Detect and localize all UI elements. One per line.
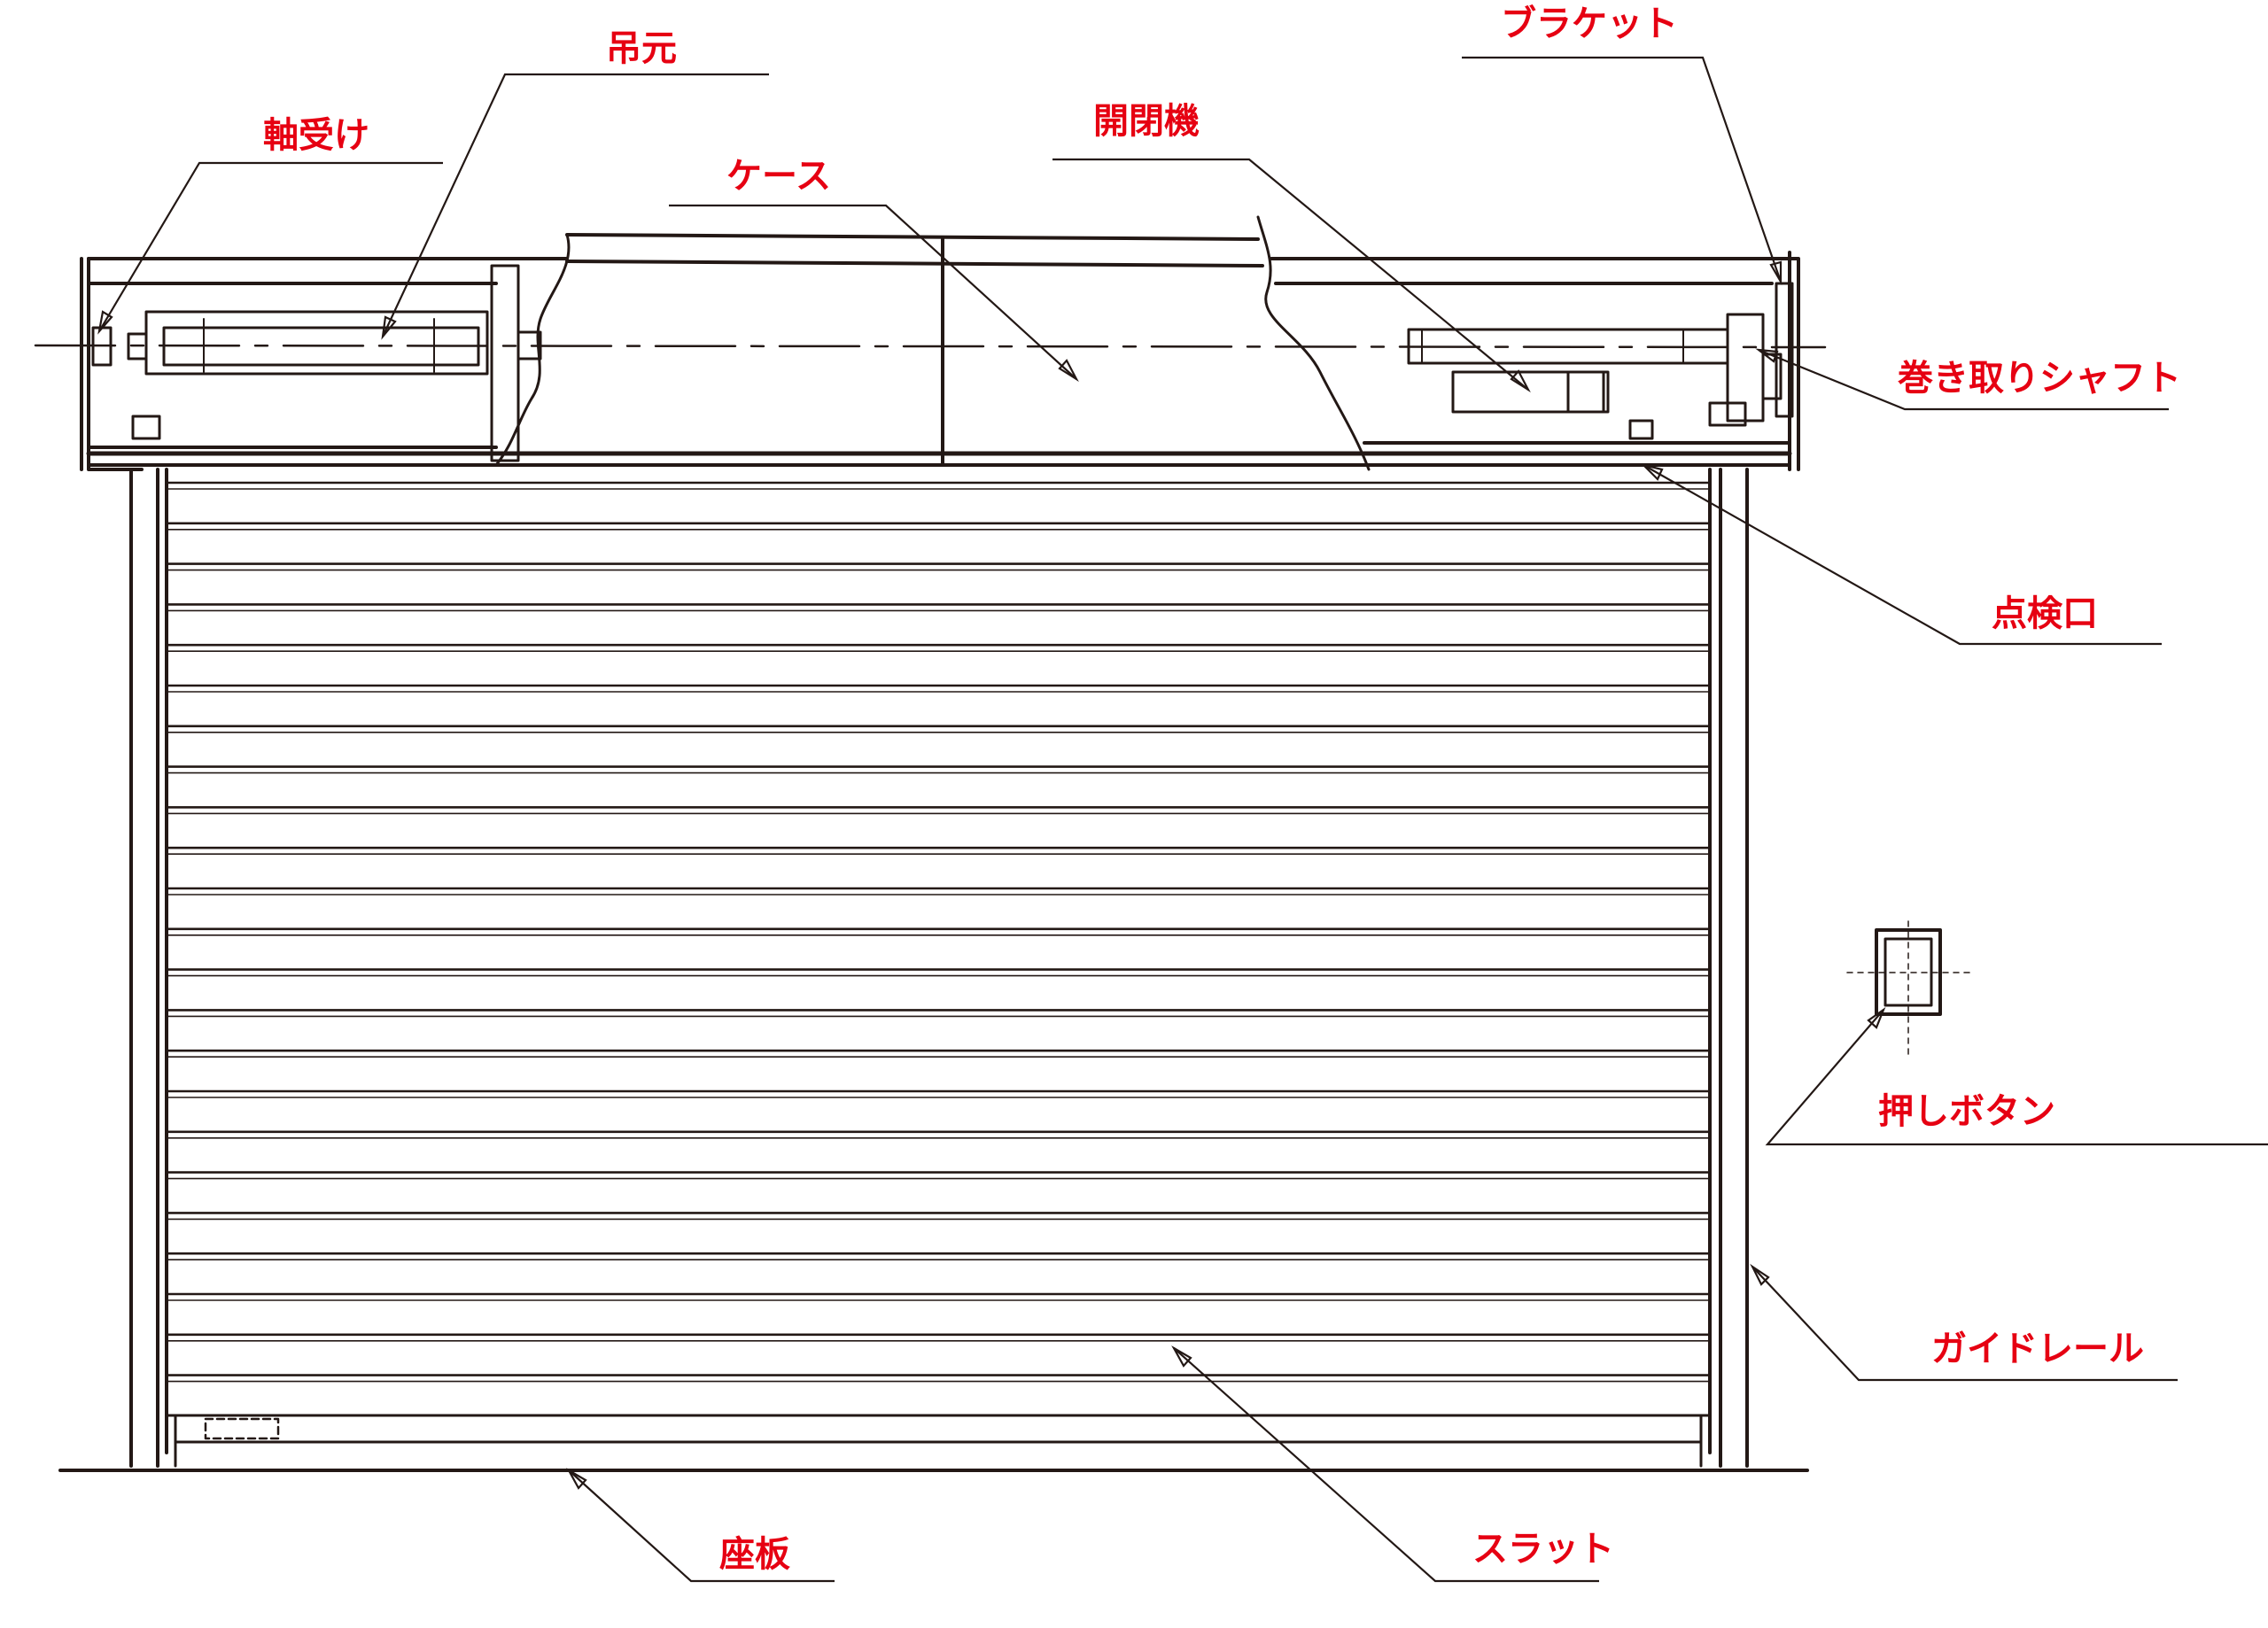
right-shaft-assembly: [1407, 282, 1794, 440]
leader-lines: [97, 56, 2268, 1583]
label-guide-rail: ガイドレール: [1931, 1329, 2144, 1369]
push-button-box: [1846, 920, 1972, 1059]
shaft-centerline: [34, 344, 1827, 349]
label-kaiheiki: 開閉機: [1093, 101, 1200, 142]
label-jikuuke: 軸受け: [263, 115, 369, 156]
label-oshi-button: 押しボタン: [1878, 1091, 2055, 1132]
label-zaita: 座板: [719, 1534, 790, 1575]
guide-rails: [129, 468, 1749, 1468]
label-tsurimoto: 吊元: [606, 28, 677, 69]
label-case: ケース: [726, 156, 831, 197]
label-bracket: ブラケット: [1501, 4, 1678, 44]
label-slat: スラット: [1472, 1529, 1614, 1570]
labels: 軸受け 吊元 ケース 開閉機 ブラケット 巻き取りシャフト 点検口 押しボタン …: [263, 4, 2181, 1575]
case-housing: [80, 215, 1800, 471]
label-tenkenguchi: 点検口: [1992, 593, 2098, 634]
left-shaft-assembly: [91, 264, 542, 462]
label-makitori-shaft: 巻き取りシャフト: [1898, 358, 2181, 399]
slat-panel: [167, 481, 1710, 1383]
bottom-bar: [165, 1414, 1712, 1468]
